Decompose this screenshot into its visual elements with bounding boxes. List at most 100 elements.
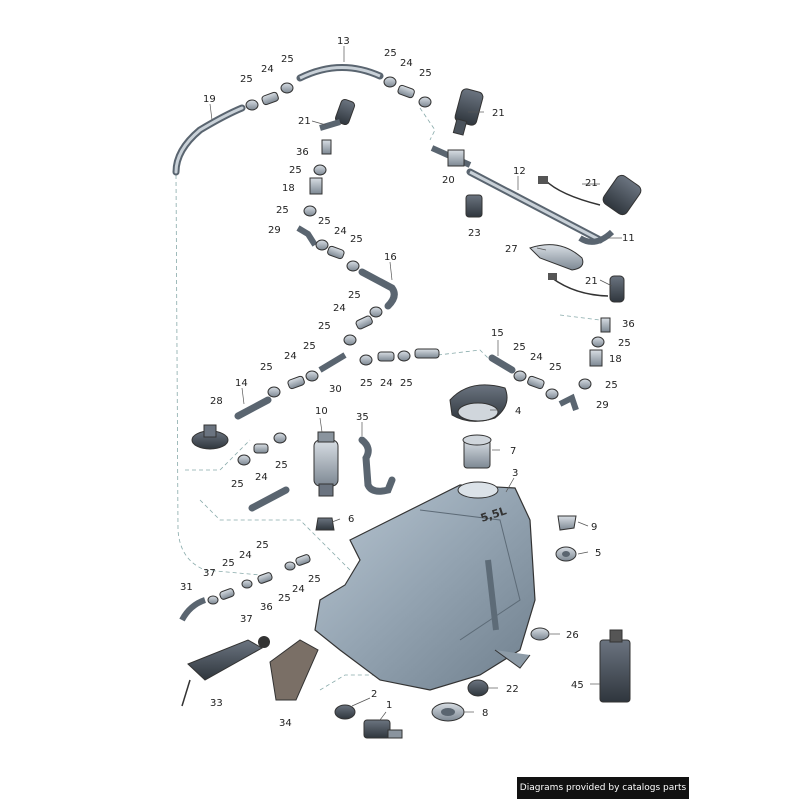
clip-23	[465, 194, 483, 218]
label-9: 9	[591, 522, 597, 533]
label-18-a: 18	[282, 183, 295, 194]
label-10: 10	[315, 406, 328, 417]
label-36-b: 36	[622, 319, 635, 330]
label-31: 31	[180, 582, 193, 593]
filler-cap-4	[449, 384, 508, 422]
label-25-n: 25	[260, 362, 273, 373]
label-25-a: 25	[240, 74, 253, 85]
washer-nozzle-21-right	[538, 174, 642, 216]
label-24-g: 24	[530, 352, 543, 363]
label-25-s: 25	[275, 460, 288, 471]
connector-chain-lower	[179, 554, 311, 622]
label-24-f: 24	[380, 378, 393, 389]
label-21-c: 21	[585, 178, 598, 189]
label-13: 13	[337, 36, 350, 47]
label-25-q: 25	[513, 342, 526, 353]
label-25-t: 25	[231, 479, 244, 490]
label-25-o: 25	[360, 378, 373, 389]
label-25-e: 25	[289, 165, 302, 176]
connector-chain-top	[245, 76, 432, 111]
label-7: 7	[510, 446, 516, 457]
label-23: 23	[468, 228, 481, 239]
label-24-j: 24	[292, 584, 305, 595]
label-27: 27	[505, 244, 518, 255]
grommet-8	[431, 702, 465, 722]
label-45: 45	[571, 680, 584, 691]
nut-26	[530, 627, 550, 641]
footer-credit: Diagrams provided by catalogs parts	[517, 777, 689, 799]
label-2: 2	[371, 689, 377, 700]
label-25-g: 25	[318, 216, 331, 227]
label-25-l: 25	[318, 321, 331, 332]
label-11: 11	[622, 233, 635, 244]
label-22: 22	[506, 684, 519, 695]
label-30: 30	[329, 384, 342, 395]
label-25-v: 25	[222, 558, 235, 569]
label-24-a: 24	[261, 64, 274, 75]
label-16: 16	[384, 252, 397, 263]
heater-33	[181, 636, 270, 707]
label-12: 12	[513, 166, 526, 177]
reservoir-tank-3: 5,5L	[314, 481, 536, 691]
label-21-d: 21	[585, 276, 598, 287]
label-24-h: 24	[255, 472, 268, 483]
label-36-c: 36	[260, 602, 273, 613]
washer-nozzle-21-left	[319, 98, 356, 131]
label-25-d: 25	[419, 68, 432, 79]
washer-nozzle-21-top	[452, 88, 484, 136]
cover-27	[529, 244, 584, 271]
label-18-b: 18	[609, 354, 622, 365]
label-28: 28	[210, 396, 223, 407]
label-20: 20	[442, 175, 455, 186]
label-25-j: 25	[605, 380, 618, 391]
label-36-a: 36	[296, 147, 309, 158]
label-25-f: 25	[276, 205, 289, 216]
label-25-b: 25	[281, 54, 294, 65]
label-24-b: 24	[400, 58, 413, 69]
hose-15	[488, 354, 516, 374]
label-33: 33	[210, 698, 223, 709]
label-25-x: 25	[278, 593, 291, 604]
label-21-a: 21	[492, 108, 505, 119]
label-6: 6	[348, 514, 354, 525]
washer-pump-10	[313, 431, 339, 497]
seal-ring-2	[334, 704, 356, 720]
label-25-m: 25	[303, 341, 316, 352]
label-24-e: 24	[284, 351, 297, 362]
label-24-c: 24	[334, 226, 347, 237]
hose-19	[172, 104, 246, 176]
hose-14	[234, 396, 272, 420]
fluid-bottle-45	[599, 629, 631, 703]
label-1: 1	[386, 700, 392, 711]
level-sensor-28	[191, 424, 229, 450]
label-25-w: 25	[308, 574, 321, 585]
label-35: 35	[356, 412, 369, 423]
label-25-r: 25	[549, 362, 562, 373]
strainer-7	[462, 434, 492, 469]
grommet-22	[467, 679, 489, 697]
label-14: 14	[235, 378, 248, 389]
part-labels: 19 13 25 24 25 25 24 25 21 21 36 25 18 2…	[180, 36, 635, 729]
level-sensor-1	[363, 719, 403, 739]
label-25-p: 25	[400, 378, 413, 389]
elbow-hose-35	[358, 436, 396, 495]
grommet-6	[315, 517, 335, 531]
label-29-a: 29	[268, 225, 281, 236]
label-25-k: 25	[348, 290, 361, 301]
label-25-i: 25	[618, 338, 631, 349]
connector-chain-left	[296, 139, 360, 272]
hose-16	[358, 268, 398, 310]
label-37-b: 37	[240, 614, 253, 625]
label-24-i: 24	[239, 550, 252, 561]
label-26: 26	[566, 630, 579, 641]
label-21-b: 21	[298, 116, 311, 127]
label-15: 15	[491, 328, 504, 339]
grommet-5	[555, 546, 577, 562]
label-8: 8	[482, 708, 488, 719]
label-3: 3	[512, 468, 518, 479]
label-29-b: 29	[596, 400, 609, 411]
label-34: 34	[279, 718, 292, 729]
connector-chain-mid	[267, 306, 440, 398]
connector-chain-right	[558, 317, 611, 411]
